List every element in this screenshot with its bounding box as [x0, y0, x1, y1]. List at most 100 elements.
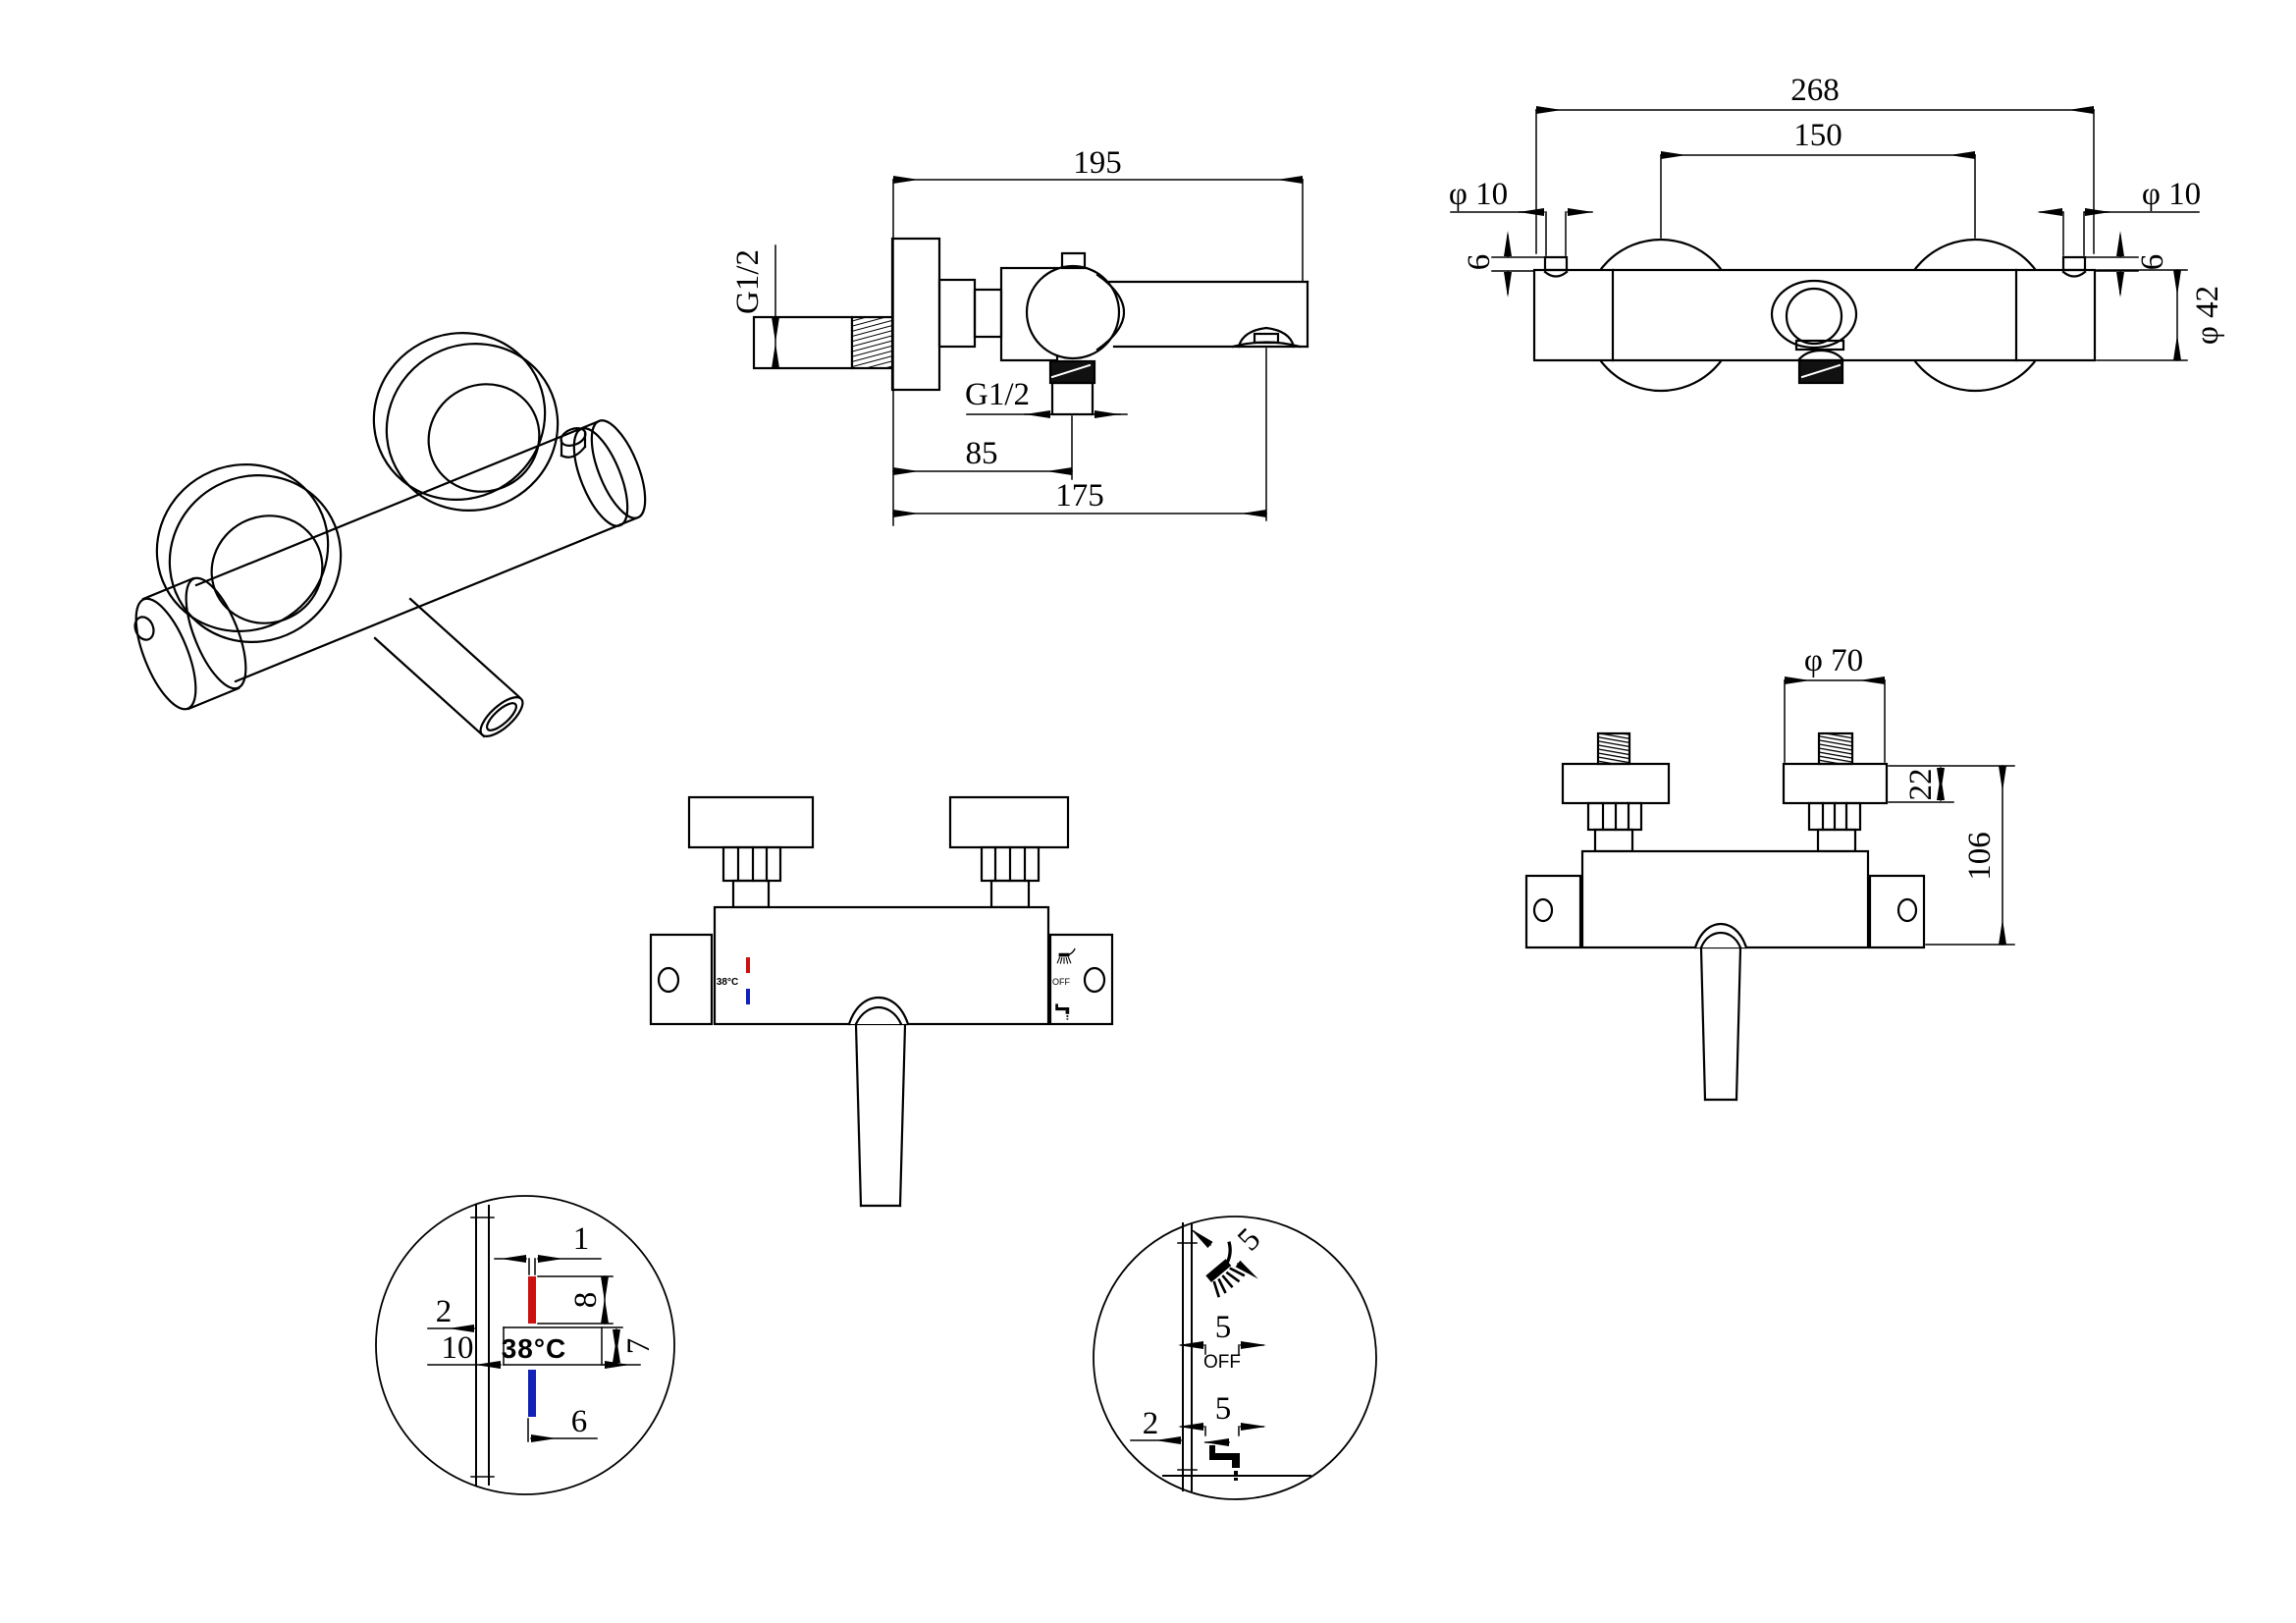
- ftop-outlet-dome: [1796, 349, 1845, 362]
- detail-temperature: 38°C 1 8 2 10 7 6: [375, 1195, 675, 1495]
- shower-icon: [1056, 948, 1076, 964]
- dim-150-label: 150: [1793, 118, 1842, 153]
- fmid-spout-right: [898, 1023, 907, 1208]
- iso-right-knob-outer: [372, 332, 547, 501]
- fmid-spout-collar: [847, 996, 910, 1026]
- iso-body-bottom-line: [234, 515, 640, 683]
- dim-5-tap-label: 5: [1215, 1391, 1232, 1427]
- detail-cold-mark: [528, 1370, 536, 1417]
- detail-temp-circle: [375, 1195, 675, 1495]
- dim-6-right: 6: [2084, 231, 2170, 298]
- ftop-left-pin-base: [1543, 270, 1569, 278]
- side-outlet-pipe: [1050, 381, 1095, 416]
- dim-150: 150: [1660, 118, 1976, 239]
- iso-right-knob-rim: [385, 343, 560, 512]
- dim-6-label: 6: [571, 1404, 588, 1439]
- side-diverter-slot: [1253, 332, 1280, 345]
- dim-phi10-left-label: φ 10: [1449, 177, 1508, 212]
- iso-left-cap-top: [141, 576, 195, 601]
- iso-left-knob-rim: [168, 474, 343, 643]
- fr-right-stud: [1817, 731, 1854, 766]
- cold-mark: [746, 989, 750, 1004]
- shower-icon-detail: [1195, 1241, 1254, 1299]
- iso-body-right-end: [590, 419, 647, 519]
- dim-6-right-label: 6: [2135, 254, 2170, 271]
- dim-phi42: φ 42: [2096, 269, 2225, 361]
- detail-modes-dims: 5 5 5 2: [1130, 1221, 1267, 1446]
- detail-hot-mark: [528, 1276, 536, 1324]
- dim-outlet-g12: G1/2: [965, 377, 1128, 418]
- ftop-center-ring: [1770, 279, 1858, 350]
- dim-phi42-label: φ 42: [2190, 286, 2225, 345]
- ftop-right-pin: [2061, 255, 2087, 272]
- fmid-right-knob-stem: [989, 879, 1031, 909]
- iso-left-knob-face: [210, 514, 324, 624]
- ftop-right-pin-base: [2061, 270, 2087, 278]
- front-dim-view-dimensions: φ 70 22 106: [1784, 643, 2015, 946]
- ftop-left-pin: [1543, 255, 1569, 272]
- fmid-spout-left: [854, 1023, 863, 1208]
- dim-phi10-right-label: φ 10: [2142, 177, 2201, 212]
- fmid-left-knob-stem: [731, 879, 771, 909]
- fr-left-stud: [1596, 731, 1631, 766]
- fmid-left-screw-hole: [657, 966, 680, 994]
- dim-85: 85: [892, 415, 1073, 480]
- fmid-right-end-cap: [1048, 933, 1114, 1026]
- dim-106: 106: [1925, 765, 2015, 946]
- isometric-view: [133, 332, 647, 738]
- dim-inlet-g12: G1/2: [730, 244, 779, 369]
- mode-off-label: OFF: [1052, 977, 1070, 987]
- side-outlet-thread-streak: [1050, 363, 1092, 379]
- iso-spout-end: [479, 696, 524, 737]
- iso-spout-upper: [408, 597, 521, 699]
- dim-106-label: 106: [1962, 832, 1998, 881]
- dim-6-left-label: 6: [1462, 254, 1497, 271]
- ftop-outlet-streak: [1800, 363, 1842, 379]
- iso-left-cap-outer: [134, 597, 197, 711]
- dim-phi70-label: φ 70: [1804, 643, 1863, 678]
- side-step-2: [973, 288, 1003, 339]
- dim-85-label: 85: [966, 436, 998, 471]
- fr-spout-collar: [1693, 922, 1748, 949]
- dim-8-label: 8: [568, 1292, 604, 1309]
- iso-spout-lower: [373, 636, 486, 738]
- dim-195: 195: [892, 145, 1304, 526]
- dim-6-left: 6: [1462, 231, 1545, 298]
- inlet-thread-label: G1/2: [730, 249, 766, 314]
- iso-left-cap-bottom: [187, 686, 240, 711]
- temp-marking-label: 38°C: [717, 977, 738, 988]
- detail-modes: OFF 5 5 5 2: [1093, 1216, 1377, 1500]
- side-step-1: [937, 278, 977, 349]
- ftop-center-ring-inner: [1785, 287, 1843, 346]
- iso-spout-opening: [486, 702, 517, 731]
- detail-temp-label: 38°C: [502, 1333, 567, 1364]
- fr-right-knob-cap: [1782, 762, 1889, 805]
- side-wall-plate: [890, 237, 941, 392]
- iso-right-knob-face: [427, 383, 541, 493]
- detail-temp-dims: 1 8 2 10 7 6: [427, 1221, 657, 1442]
- dim-1-label: 1: [573, 1221, 590, 1257]
- dim-175-label: 175: [1055, 478, 1104, 514]
- iso-left-pin: [133, 616, 155, 641]
- dim-195-label: 195: [1073, 145, 1122, 181]
- fr-left-end-cap: [1524, 874, 1582, 949]
- fr-left-knob-cap: [1561, 762, 1671, 805]
- fr-right-end-cap: [1868, 874, 1926, 949]
- hot-mark: [746, 957, 750, 973]
- dim-10-label: 10: [442, 1330, 474, 1366]
- side-temp-knob: [1025, 264, 1121, 360]
- detail-modes-circle: [1093, 1216, 1377, 1500]
- iso-left-knob-outer: [155, 463, 330, 632]
- front-top-dimensions: 268 150 φ 10 φ 10: [1449, 73, 2225, 361]
- dim-5-off-label: 5: [1215, 1310, 1232, 1345]
- outlet-thread-label: G1/2: [965, 377, 1030, 412]
- dim-175: 175: [892, 348, 1267, 521]
- iso-top-pin-base: [560, 445, 587, 459]
- fr-spout-collar-inner: [1699, 931, 1742, 949]
- side-outlet-thread: [1048, 359, 1096, 385]
- fr-left-screw-hole: [1532, 897, 1554, 923]
- dim-22-label: 22: [1903, 769, 1939, 801]
- detail-off-label: OFF: [1203, 1352, 1241, 1373]
